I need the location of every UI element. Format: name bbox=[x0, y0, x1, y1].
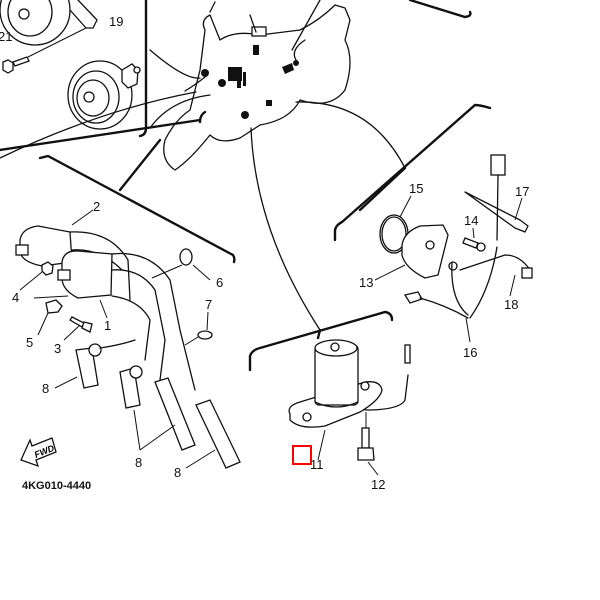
callout-5: 5 bbox=[26, 335, 34, 350]
callout-21: 21 bbox=[0, 29, 13, 44]
callout-18: 18 bbox=[504, 297, 519, 312]
horn-upper bbox=[0, 0, 98, 46]
callout-15: 15 bbox=[409, 181, 424, 196]
lead-16 bbox=[403, 246, 498, 343]
highlight-box[interactable] bbox=[292, 445, 312, 465]
connector-17 bbox=[464, 154, 529, 241]
bolt-21 bbox=[2, 27, 87, 74]
callout-12: 12 bbox=[371, 477, 386, 492]
fwd-arrow-icon: FWD bbox=[20, 437, 57, 468]
bolt-12 bbox=[357, 412, 379, 476]
callout-8a: 8 bbox=[42, 381, 50, 396]
callout-6: 6 bbox=[216, 275, 224, 290]
clamp-6 bbox=[151, 248, 211, 281]
callout-4: 4 bbox=[12, 290, 20, 305]
callout-3: 3 bbox=[54, 341, 62, 356]
horn-19 bbox=[67, 60, 141, 130]
callout-1: 1 bbox=[104, 318, 112, 333]
callout-8c: 8 bbox=[174, 465, 182, 480]
plug-cap-8a bbox=[54, 339, 136, 389]
callout-17: 17 bbox=[515, 184, 530, 199]
callout-8b: 8 bbox=[135, 455, 143, 470]
sensor-13 bbox=[374, 224, 449, 281]
callout-7: 7 bbox=[205, 297, 213, 312]
clip-5 bbox=[33, 295, 69, 336]
starter-relay-11 bbox=[288, 339, 411, 461]
cable-tie-18 bbox=[459, 254, 533, 297]
callout-11: 11 bbox=[310, 457, 324, 472]
screw-14 bbox=[462, 227, 486, 252]
clamp-7 bbox=[184, 311, 213, 346]
plug-cap-8b bbox=[119, 365, 241, 469]
callout-2: 2 bbox=[93, 199, 101, 214]
diagram-code: 4KG010-4440 bbox=[22, 480, 92, 492]
callout-14: 14 bbox=[464, 213, 479, 228]
nut-4 bbox=[19, 261, 54, 291]
callout-16: 16 bbox=[463, 345, 478, 360]
ignition-coil-1 bbox=[57, 250, 196, 391]
frame-body bbox=[149, 1, 351, 171]
callout-19: 19 bbox=[109, 14, 124, 29]
callout-13: 13 bbox=[359, 275, 374, 290]
bolt-3 bbox=[63, 316, 93, 341]
